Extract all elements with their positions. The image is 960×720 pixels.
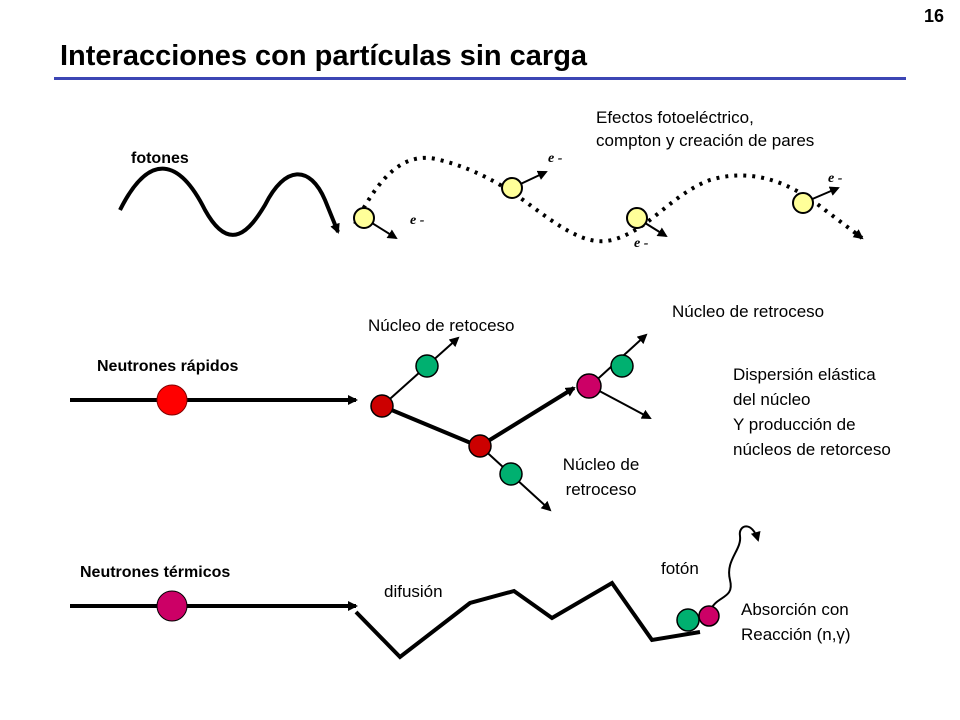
fast-neutrons-label: Neutrones rápidos [97, 358, 239, 375]
scatter-track-1 [381, 404, 479, 448]
electron-label-3: e - [634, 236, 649, 251]
thermal-neutron-particle [156, 590, 188, 622]
struck-nucleus-1 [370, 394, 394, 418]
captured-neutron [698, 605, 720, 627]
diffusion-path [354, 580, 701, 660]
fast-desc-line4: núcleos de retorceso [733, 440, 891, 459]
recoil-label-bottom-line1: Núcleo de [562, 455, 640, 474]
electron-group-3 [626, 207, 668, 238]
struck-nucleus-2 [468, 434, 492, 458]
absorption-line2: Reacción (n,γ) [741, 625, 851, 644]
atom-circle-4 [792, 192, 814, 214]
electron-label-2: e - [548, 151, 563, 166]
recoil-nucleus-1 [415, 354, 439, 378]
recoil-nucleus-3 [610, 354, 634, 378]
electron-group-4 [792, 186, 840, 214]
electron-label-4: e - [828, 171, 843, 186]
absorption-line1: Absorción con [741, 600, 849, 619]
electron-group-2 [501, 170, 548, 199]
photon-effects-line2: compton y creación de pares [596, 131, 815, 150]
recoil-nucleus-2 [499, 462, 523, 486]
title-underline [54, 77, 906, 80]
thermal-neutrons-label: Neutrones térmicos [80, 564, 231, 581]
recoil-label-top-right: Núcleo de retroceso [672, 302, 825, 321]
recoil-label-bottom-line2: retroceso [565, 480, 637, 499]
diffusion-label: difusión [384, 582, 443, 601]
slide-title: Interacciones con partículas sin carga [60, 40, 588, 72]
atom-circle-3 [626, 207, 648, 229]
fast-neutron-particle [156, 384, 188, 416]
fast-desc-line1: Dispersión elástica [733, 365, 876, 384]
photon-effects-line1: Efectos fotoeléctrico, [596, 108, 754, 127]
photon-wave-dotted [353, 155, 864, 244]
fast-desc-line2: del núcleo [733, 390, 811, 409]
recoil-label-top-left: Núcleo de retoceso [368, 316, 515, 335]
atom-circle-2 [501, 177, 523, 199]
scattered-neutron [576, 373, 602, 399]
electron-label-1: e - [410, 213, 425, 228]
photon-wave-solid [118, 166, 340, 237]
page-number: 16 [923, 6, 944, 26]
photon-emitted-label: fotón [661, 559, 699, 578]
scatter-track-2 [478, 386, 576, 448]
absorbing-nucleus [676, 608, 700, 632]
electron-group-1 [353, 207, 398, 240]
fast-desc-line3: Y producción de [733, 415, 856, 434]
photons-label: fotones [131, 150, 189, 167]
atom-circle-1 [353, 207, 375, 229]
emitted-photon-wave [709, 525, 761, 613]
